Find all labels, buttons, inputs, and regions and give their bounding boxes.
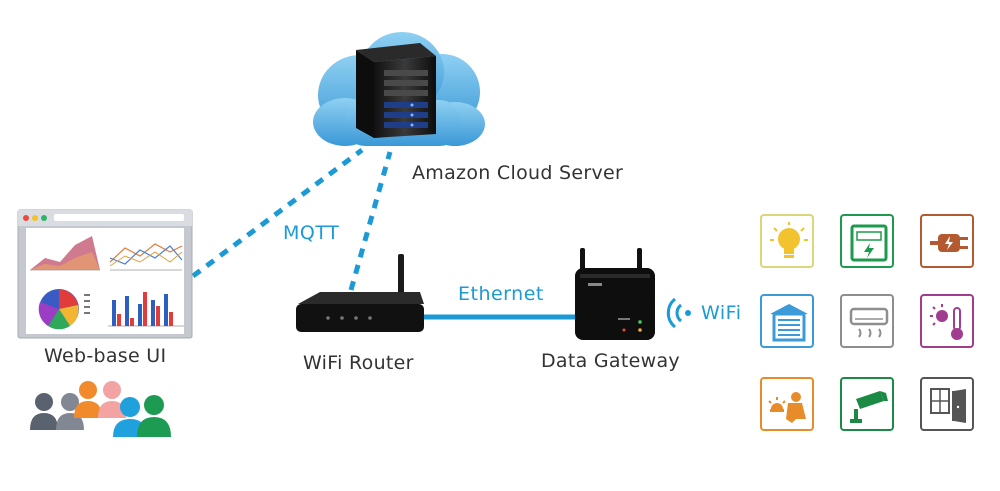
power-plug-icon [930, 234, 968, 252]
server-tower [356, 43, 436, 138]
light-bulb-tile [760, 214, 814, 268]
mqtt-link-router [348, 151, 393, 291]
security-camera-icon [850, 391, 888, 423]
mqtt-label: MQTT [283, 222, 340, 244]
garage-door-tile [760, 294, 814, 348]
alarm-intruder-icon [768, 392, 806, 423]
garage-door-icon [770, 304, 808, 342]
security-camera-tile [840, 377, 894, 431]
thermometer-tile [920, 294, 974, 348]
web-ui-label: Web-base UI [44, 345, 167, 367]
mqtt-link-web-ui [191, 147, 364, 279]
window-door-tile [920, 377, 974, 431]
gateway-label: Data Gateway [541, 350, 680, 372]
router-label: WiFi Router [303, 352, 414, 374]
power-meter-tile [840, 214, 894, 268]
window-door-icon [930, 388, 966, 423]
ethernet-label: Ethernet [458, 283, 544, 305]
cloud-server-label: Amazon Cloud Server [412, 162, 624, 184]
intruder-alarm-tile [760, 377, 814, 431]
power-meter-icon [850, 224, 888, 262]
light-bulb-icon [770, 222, 808, 258]
air-conditioner-icon [849, 307, 889, 338]
power-plug-tile [920, 214, 974, 268]
thermometer-icon [930, 304, 963, 340]
wifi-label: WiFi [701, 302, 742, 324]
air-conditioner-tile [840, 294, 894, 348]
